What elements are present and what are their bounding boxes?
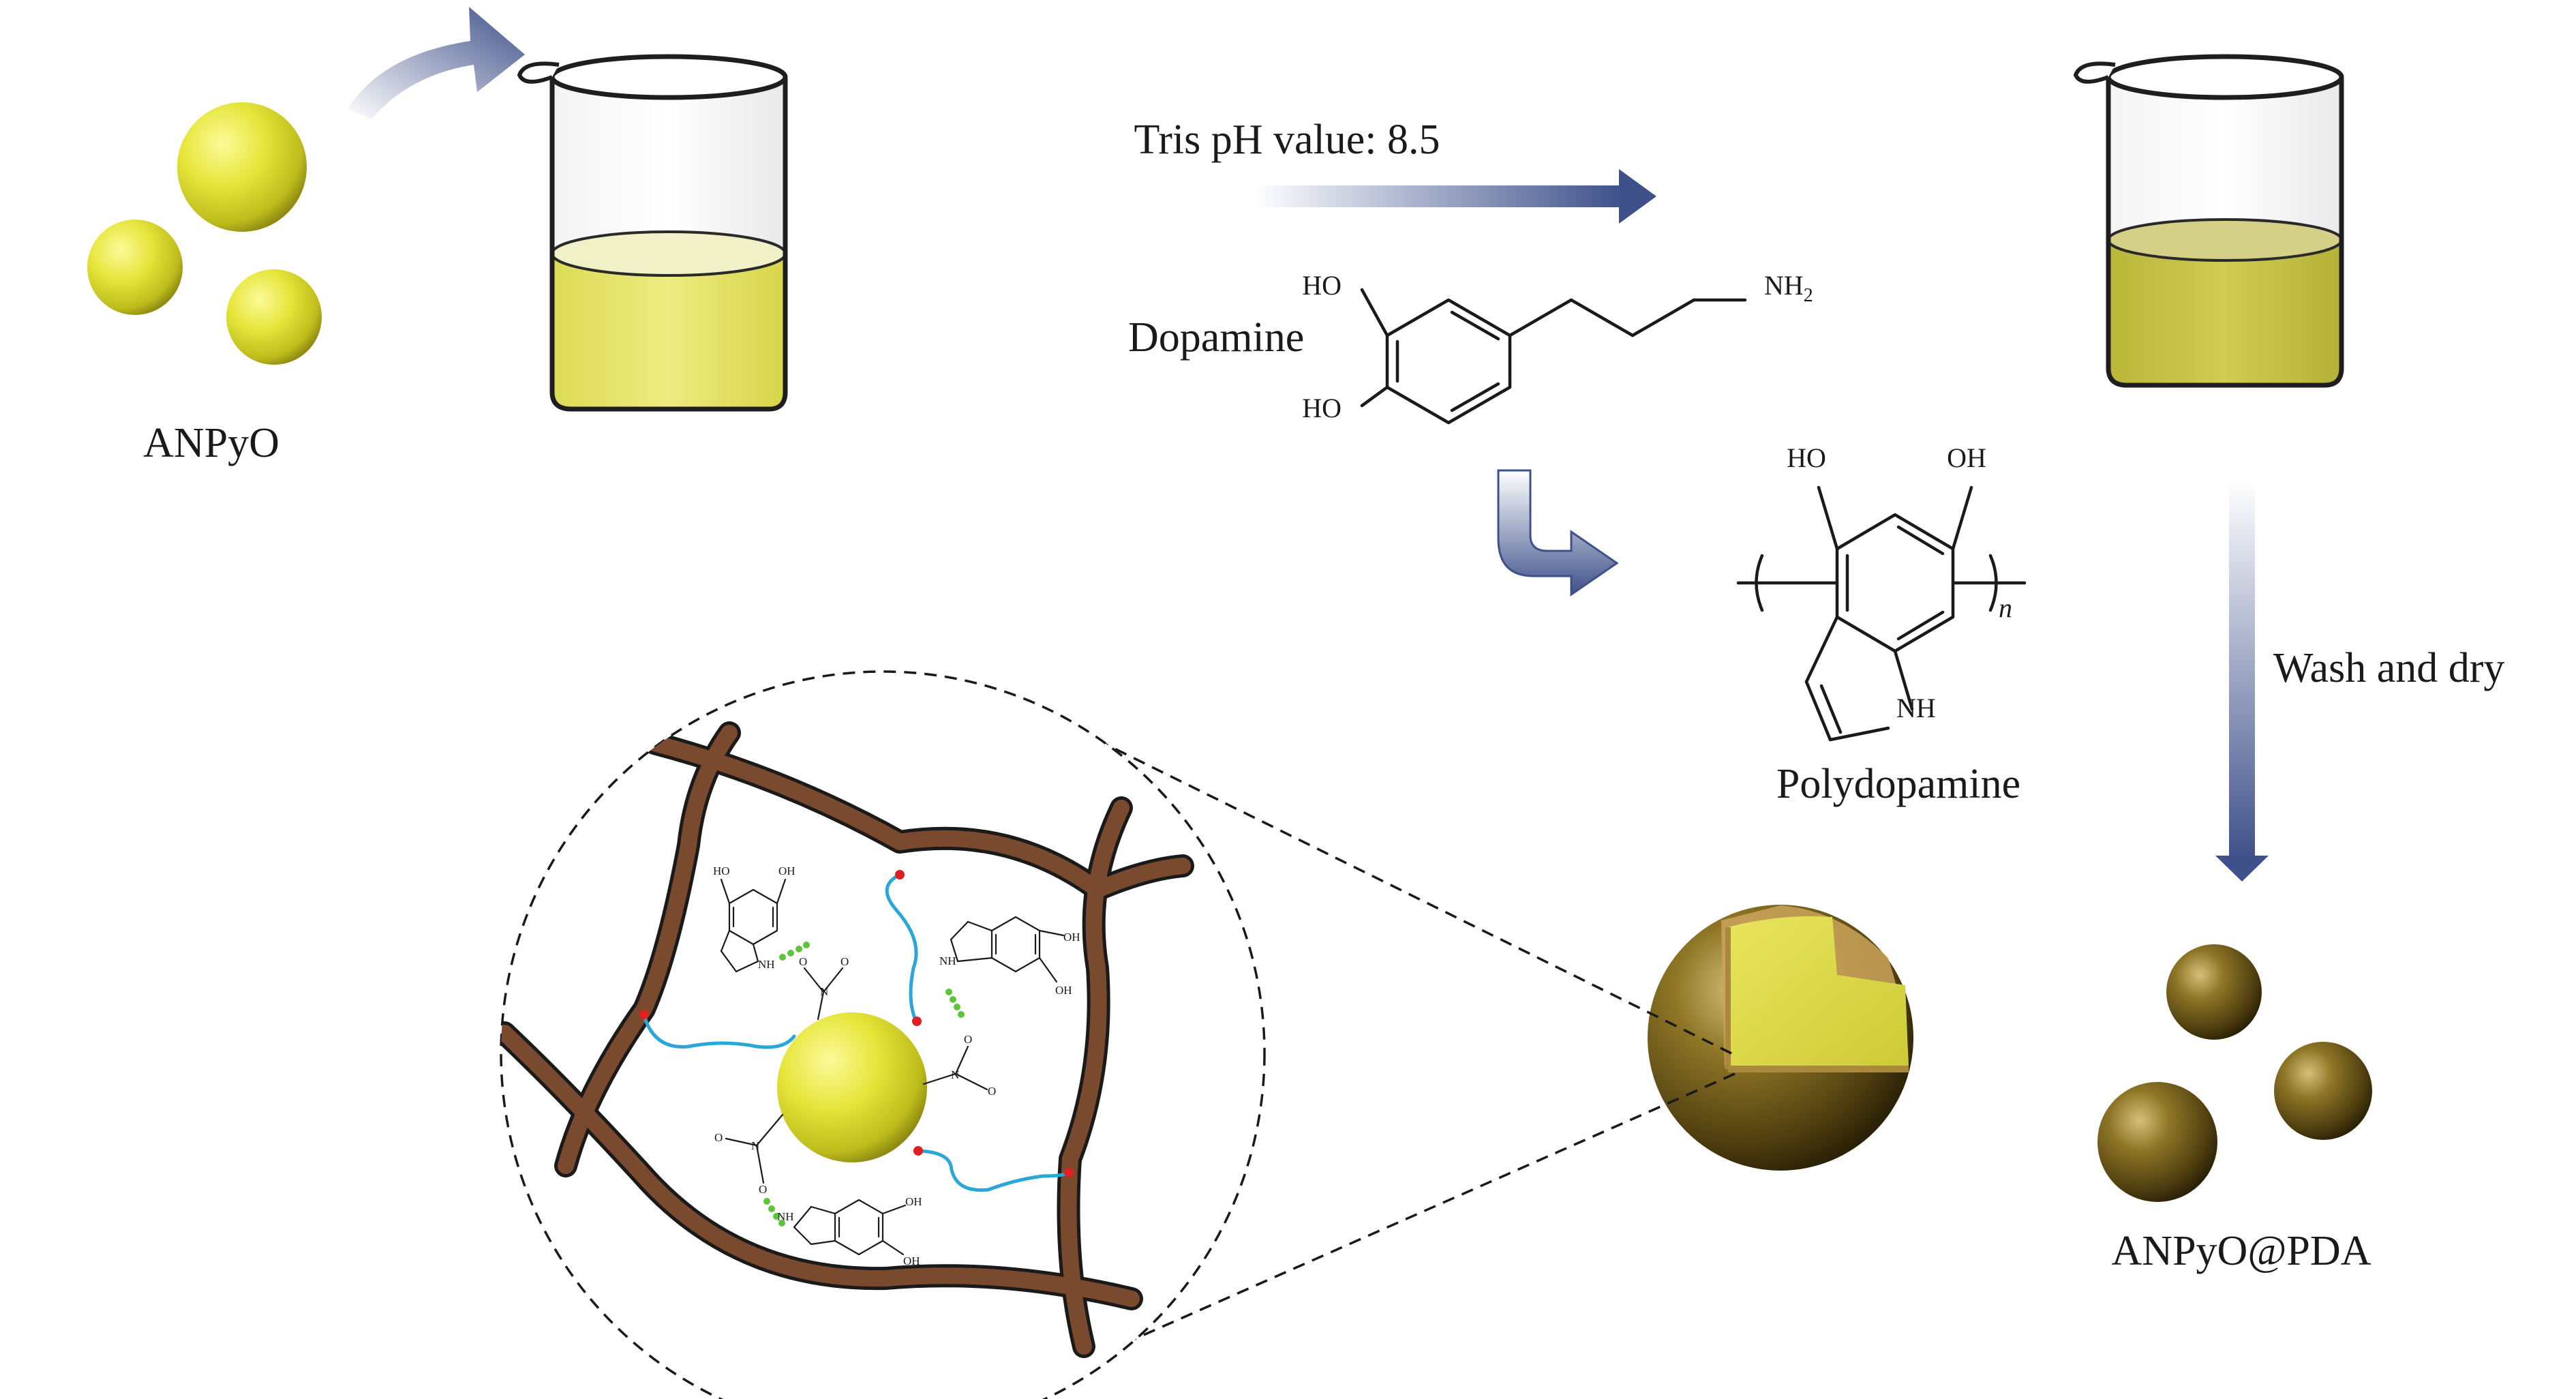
zoom-guide-lines bbox=[1055, 718, 1736, 1351]
sphere-icon bbox=[2166, 944, 2262, 1040]
pda-oh-small: OH bbox=[905, 1195, 922, 1208]
arrow-icon bbox=[2215, 481, 2269, 882]
nitro-n: N bbox=[951, 1068, 959, 1081]
sphere-icon bbox=[177, 102, 307, 232]
arrow-icon bbox=[1497, 469, 1619, 597]
nitro-n: N bbox=[751, 1139, 759, 1152]
nitro-o: O bbox=[964, 1033, 972, 1046]
dopamine-label: Dopamine bbox=[1128, 314, 1304, 361]
benzene-ring-icon bbox=[1385, 298, 1512, 425]
beaker-icon bbox=[2073, 54, 2344, 388]
pda-oh: OH bbox=[1947, 442, 1986, 473]
anchor-dots bbox=[639, 870, 1074, 1177]
polydopamine-structure: HO OH NH n bbox=[1736, 442, 2027, 742]
beaker-icon bbox=[517, 54, 788, 412]
polydopamine-label: Polydopamine bbox=[1776, 761, 2020, 807]
pda-oh-small: OH bbox=[1063, 931, 1080, 944]
nitro-o: O bbox=[840, 955, 849, 968]
nitro-n: N bbox=[820, 985, 828, 998]
sphere-icon bbox=[2274, 1042, 2372, 1140]
arrow-icon bbox=[1254, 169, 1656, 224]
dopamine-ho-top: HO bbox=[1302, 270, 1342, 301]
core-shell-sphere bbox=[1648, 905, 1913, 1171]
nitro-groups: N O O N O O N O O bbox=[714, 955, 996, 1196]
pda-ho-small: HO bbox=[713, 864, 730, 877]
nitro-o: O bbox=[799, 955, 807, 968]
sphere-icon bbox=[777, 1012, 927, 1162]
anpyo-pda-spheres bbox=[2097, 944, 2372, 1202]
anpyo-spheres bbox=[87, 102, 322, 365]
pda-nh: NH bbox=[1896, 693, 1936, 723]
zoom-detail-circle: N O O N O O N O O bbox=[500, 670, 1266, 1399]
sphere-icon bbox=[2097, 1082, 2217, 1202]
dopamine-ho-bottom: HO bbox=[1302, 393, 1342, 423]
pda-ho: HO bbox=[1787, 442, 1826, 473]
pda-n-subscript: n bbox=[1999, 592, 2012, 623]
pda-nh-small: NH bbox=[939, 954, 956, 967]
sphere-icon bbox=[226, 269, 322, 365]
benzene-ring-icon bbox=[1835, 513, 1955, 653]
pda-unit-lower: OH OH NH bbox=[777, 1195, 922, 1267]
hydrogen-bond-dots bbox=[763, 942, 965, 1227]
tris-ph-label: Tris pH value: 8.5 bbox=[1134, 117, 1440, 163]
dopamine-structure: HO HO NH2 bbox=[1302, 270, 1813, 425]
pda-oh-small: OH bbox=[778, 864, 795, 877]
dopamine-nh2: NH2 bbox=[1764, 270, 1813, 306]
pda-oh-small: OH bbox=[903, 1254, 920, 1267]
pda-unit-upper-right: OH OH NH bbox=[939, 916, 1080, 997]
nitro-o: O bbox=[759, 1183, 767, 1196]
brown-fiber-network bbox=[501, 721, 1194, 1358]
nitro-o: O bbox=[714, 1131, 723, 1144]
arrow-icon bbox=[348, 7, 525, 119]
anpyo-label: ANPyO bbox=[143, 420, 279, 466]
nitro-o: O bbox=[988, 1085, 996, 1098]
anpyo-pda-label: ANPyO@PDA bbox=[2112, 1228, 2372, 1274]
pda-nh-small: NH bbox=[758, 958, 775, 971]
wash-and-dry-label: Wash and dry bbox=[2273, 645, 2504, 691]
pda-nh-small: NH bbox=[777, 1210, 794, 1223]
polymer-chains bbox=[642, 873, 1071, 1192]
pda-oh-small: OH bbox=[1055, 984, 1072, 997]
sphere-icon bbox=[87, 220, 183, 315]
pda-unit-upper-left: HO OH NH bbox=[713, 864, 795, 973]
